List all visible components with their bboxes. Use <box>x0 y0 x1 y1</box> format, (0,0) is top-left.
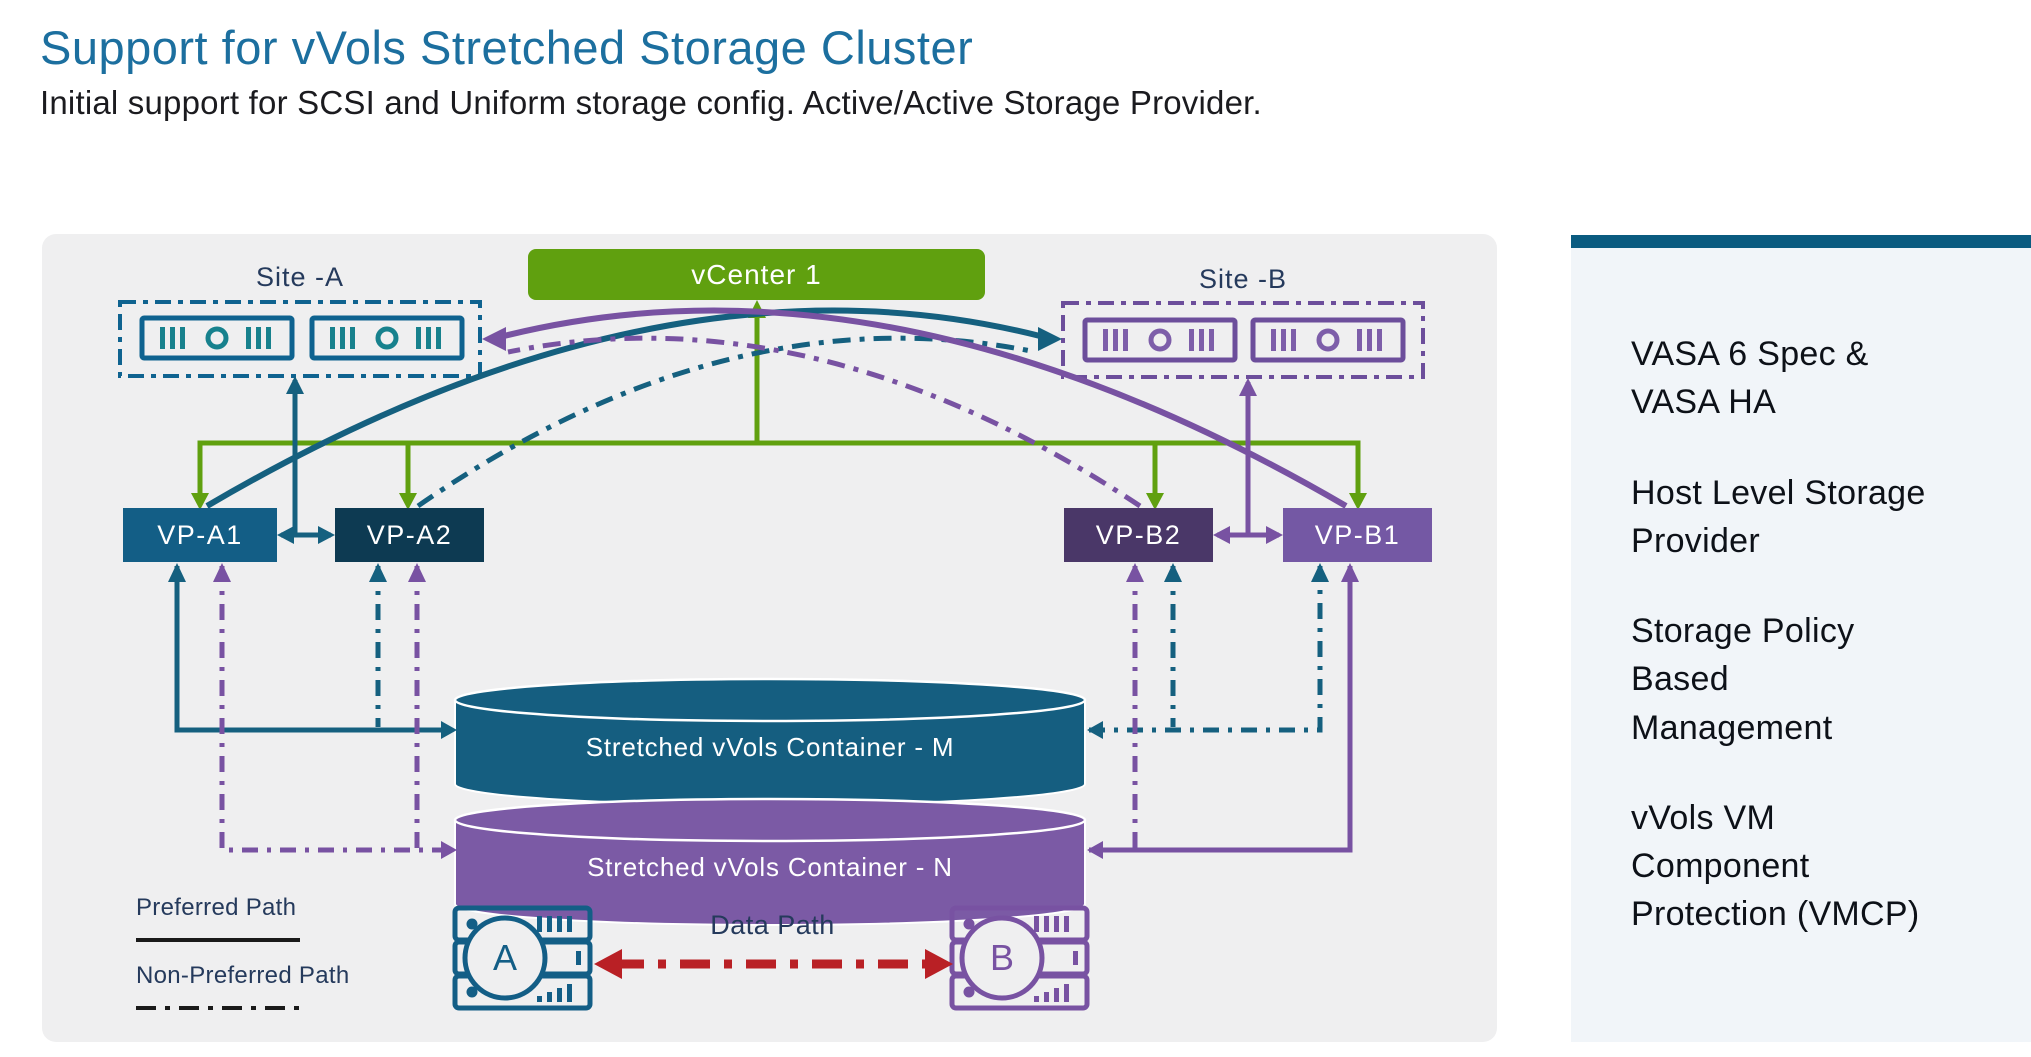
page-subtitle: Initial support for SCSI and Uniform sto… <box>40 84 1262 121</box>
vp-b1-box: VP-B1 <box>1283 508 1432 562</box>
site-a-label: Site -A <box>255 262 345 292</box>
storage-array-b-letter: B <box>989 937 1014 978</box>
sidebar-item-spbm: Storage Policy Based Management <box>1631 612 1855 747</box>
sidebar-panel: VASA 6 Spec & VASA HA Host Level Storage… <box>1571 235 2031 1042</box>
vp-a2-box: VP-A2 <box>335 508 484 562</box>
vcenter-box: vCenter 1 <box>528 249 985 300</box>
data-path-label: Data Path <box>710 910 835 940</box>
sidebar-item-vmcp: vVols VM Component Protection (VMCP) <box>1631 798 1920 934</box>
page-title: Support for vVols Stretched Storage Clus… <box>40 21 974 74</box>
vp-b2-box: VP-B2 <box>1064 508 1213 562</box>
sidebar-items: VASA 6 Spec & VASA HA Host Level Storage… <box>1631 330 1981 981</box>
legend-non-preferred-label: Non-Preferred Path <box>136 962 350 989</box>
container-n-label: Stretched vVols Container - N <box>587 852 953 882</box>
storage-array-a-letter: A <box>492 937 517 978</box>
sidebar-top-bar <box>1571 235 2031 248</box>
sidebar-item-host-level-sp: Host Level Storage Provider <box>1631 473 1926 560</box>
legend-preferred-label: Preferred Path <box>136 894 297 921</box>
container-m-label: Stretched vVols Container - M <box>585 732 955 762</box>
vp-a1-box: VP-A1 <box>123 508 277 562</box>
sidebar-item-vasa: VASA 6 Spec & VASA HA <box>1631 335 1869 422</box>
site-b-label: Site -B <box>1198 264 1288 294</box>
